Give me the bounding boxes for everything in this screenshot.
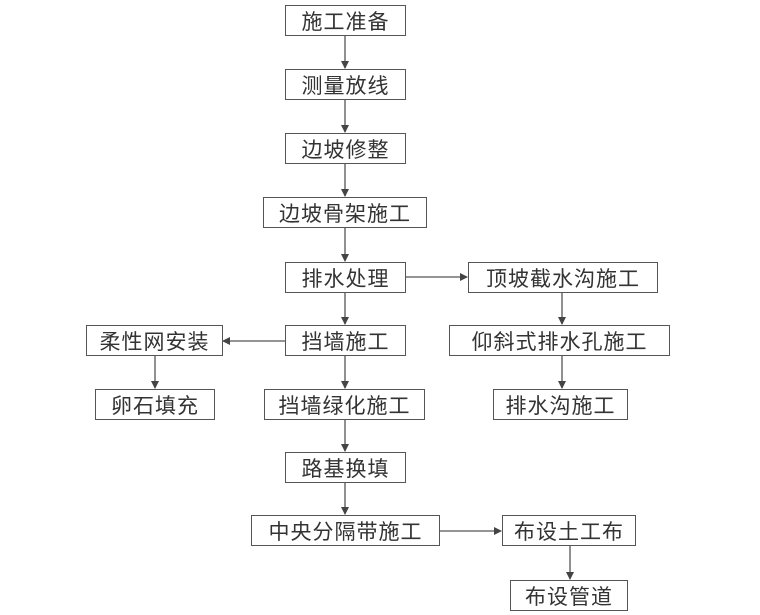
node-geotextile: 布设土工布 (502, 515, 636, 546)
node-wall-green: 挡墙绿化施工 (264, 389, 425, 420)
node-flex-net: 柔性网安装 (86, 325, 223, 356)
node-pipes: 布设管道 (510, 580, 628, 611)
node-top-ditch: 顶坡截水沟施工 (468, 262, 658, 293)
node-median: 中央分隔带施工 (251, 515, 440, 546)
node-drainage: 排水处理 (285, 262, 406, 293)
node-slope-frame: 边坡骨架施工 (263, 197, 427, 228)
node-subgrade: 路基换填 (285, 452, 406, 483)
node-slope-trim: 边坡修整 (285, 133, 406, 164)
node-prep: 施工准备 (285, 5, 406, 36)
node-retaining-wall: 挡墙施工 (285, 325, 406, 356)
node-pebble-fill: 卵石填充 (95, 389, 215, 420)
node-survey: 测量放线 (285, 69, 406, 100)
node-drain-ditch: 排水沟施工 (493, 389, 628, 420)
node-inclined-hole: 仰斜式排水孔施工 (449, 325, 670, 356)
